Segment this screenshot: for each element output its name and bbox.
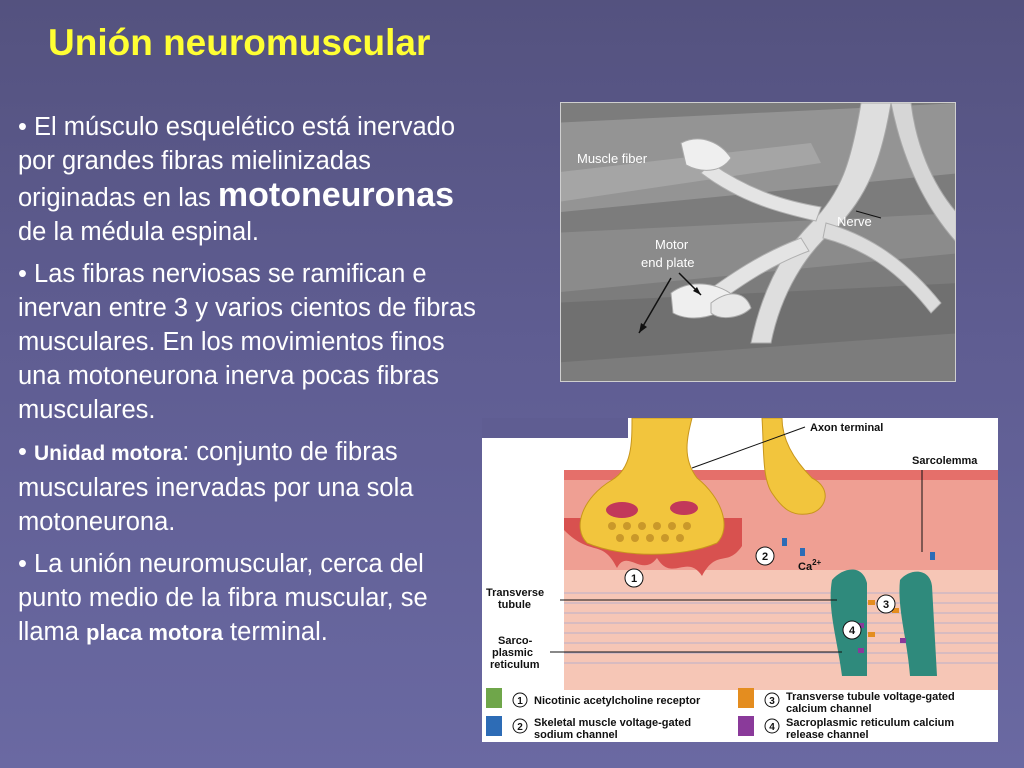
bullet-4-text-b: terminal. (222, 618, 328, 646)
bullet-list: • El músculo esquelético está inervado p… (18, 110, 488, 658)
diagram-marker-3: 3 (883, 599, 889, 611)
bullet-1: • El músculo esquelético está inervado p… (18, 110, 488, 249)
legend-calcium-channel-icon (738, 688, 754, 708)
bullet-1-text-b: de la médula espinal. (18, 218, 259, 246)
bullet-3-prefix: • (18, 438, 35, 466)
legend-2b: sodium channel (534, 729, 618, 741)
legend-1: Nicotinic acetylcholine receptor (534, 695, 701, 707)
legend-release-channel-icon (738, 716, 754, 736)
diagram-legend: 1 Nicotinic acetylcholine receptor 2 Ske… (486, 688, 955, 741)
bullet-3-text: : conjunto de fibras musculares inervada… (18, 438, 414, 536)
bullet-4: • La unión neuromuscular, cerca del punt… (18, 547, 488, 650)
label-axon-terminal: Axon terminal (810, 422, 883, 434)
label-sarco-1: Sarco- (498, 635, 533, 647)
micrograph-label-end-plate: end plate (641, 255, 695, 270)
legend-num-3: 3 (769, 696, 775, 707)
legend-2a: Skeletal muscle voltage-gated (534, 717, 691, 729)
legend-3b: calcium channel (786, 703, 872, 715)
bullet-1-text-a: • El músculo esquelético está inervado p… (18, 113, 455, 212)
label-transverse-2: tubule (498, 599, 531, 611)
bullet-1-emphasis: motoneuronas (217, 176, 455, 214)
legend-4a: Sacroplasmic reticulum calcium (786, 717, 954, 729)
label-calcium-text: Ca (798, 561, 813, 573)
legend-num-2: 2 (517, 722, 523, 733)
label-sarco-3: reticulum (490, 659, 540, 671)
micrograph-label-muscle-fiber: Muscle fiber (577, 151, 648, 166)
diagram-marker-1: 1 (631, 573, 637, 585)
label-transverse-1: Transverse (486, 587, 544, 599)
label-sarco-2: plasmic (492, 647, 533, 659)
nmj-diagram-svg: 1 2 3 4 Axon terminal Sarcolemma Ca2+ Tr… (482, 418, 998, 742)
bullet-3-emphasis: Unidad motora (34, 442, 183, 465)
micrograph-label-motor: Motor (655, 237, 689, 252)
diagram-marker-4: 4 (849, 625, 856, 637)
micrograph-svg: Muscle fiber Nerve Motor end plate (561, 103, 955, 381)
legend-num-4: 4 (769, 722, 775, 733)
legend-receptor-icon (486, 688, 502, 708)
bullet-4-emphasis: placa motora (86, 620, 223, 645)
bullet-3: • Unidad motora: conjunto de fibras musc… (18, 435, 488, 539)
legend-4b: release channel (786, 729, 869, 741)
label-sarcolemma: Sarcolemma (912, 455, 978, 467)
nmj-diagram: 1 2 3 4 Axon terminal Sarcolemma Ca2+ Tr… (482, 418, 998, 742)
diagram-marker-2: 2 (762, 551, 768, 563)
bullet-2: • Las fibras nerviosas se ramifican e in… (18, 260, 476, 424)
legend-3a: Transverse tubule voltage-gated (786, 691, 955, 703)
slide-title: Unión neuromuscular (48, 22, 431, 63)
micrograph-label-nerve: Nerve (837, 214, 872, 229)
legend-sodium-channel-icon (486, 716, 502, 736)
label-calcium-superscript: 2+ (812, 558, 821, 567)
micrograph-image: Muscle fiber Nerve Motor end plate (560, 102, 956, 382)
legend-num-1: 1 (517, 696, 523, 707)
bullet-4-text-a: • La unión neuromuscular, cerca del punt… (18, 550, 428, 646)
label-calcium: Ca2+ (798, 558, 822, 573)
